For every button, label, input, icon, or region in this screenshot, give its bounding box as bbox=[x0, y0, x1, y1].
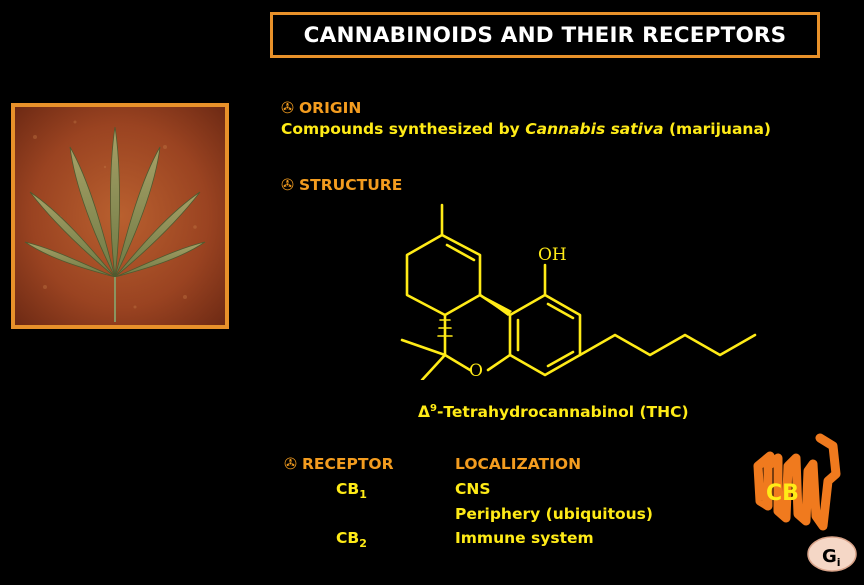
bullet-icon: ✇ bbox=[281, 99, 294, 117]
oxygen-label: O bbox=[469, 361, 483, 380]
receptor-figure: CB Gi bbox=[753, 433, 857, 572]
receptor-cb1: CB1 bbox=[336, 480, 367, 501]
bullet-icon: ✇ bbox=[284, 455, 297, 473]
cannabis-leaf-image bbox=[11, 103, 229, 329]
bullet-icon: ✇ bbox=[281, 176, 294, 194]
thc-structure-diagram: OH O bbox=[400, 203, 757, 380]
molecule-caption: Δ9-Tetrahydrocannabinol (THC) bbox=[418, 403, 689, 421]
slide-title: CANNABINOIDS AND THEIR RECEPTORS bbox=[303, 22, 787, 48]
receptor-heading: ✇RECEPTOR bbox=[284, 455, 394, 473]
g-protein-shape bbox=[807, 536, 857, 572]
receptor-cb-label: CB bbox=[766, 481, 799, 506]
oh-label: OH bbox=[538, 245, 567, 265]
origin-text: Compounds synthesized by Cannabis sativa… bbox=[281, 120, 771, 138]
cannabis-leaf-icon bbox=[15, 107, 225, 325]
structure-heading: ✇STRUCTURE bbox=[281, 176, 403, 194]
localization-periphery: Periphery (ubiquitous) bbox=[455, 505, 653, 523]
localization-immune: Immune system bbox=[455, 529, 594, 547]
origin-heading: ✇ORIGIN bbox=[281, 99, 362, 117]
g-protein-label: Gi bbox=[822, 546, 841, 569]
localization-heading: LOCALIZATION bbox=[455, 455, 582, 473]
title-box: CANNABINOIDS AND THEIR RECEPTORS bbox=[270, 12, 820, 58]
localization-cns: CNS bbox=[455, 480, 491, 498]
receptor-cb2: CB2 bbox=[336, 529, 367, 550]
